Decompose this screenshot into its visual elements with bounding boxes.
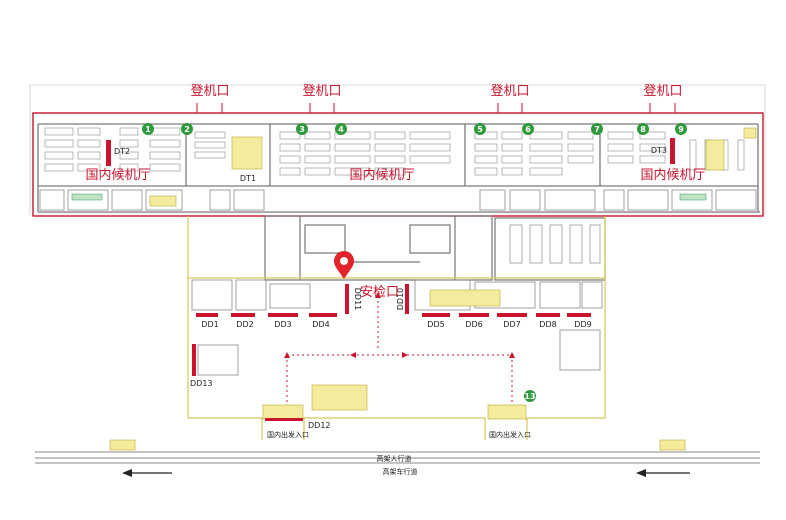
flow-arrowheads xyxy=(284,292,515,358)
svg-text:5: 5 xyxy=(477,125,483,134)
svg-text:13: 13 xyxy=(524,392,535,401)
domestic-hall-label-central: 国内候机厅 xyxy=(349,167,414,183)
dt1-label: DT1 xyxy=(240,174,256,183)
hall-walls xyxy=(37,123,760,213)
elevated-driveway-label: 高架车行道 xyxy=(383,467,418,476)
svg-text:6: 6 xyxy=(525,125,531,134)
security-check[interactable]: 安检口 xyxy=(360,285,399,300)
gate-2-marker[interactable]: 2 xyxy=(181,123,193,135)
dd2-label[interactable]: DD2 xyxy=(236,320,253,329)
domestic-hall-label-east: 国内候机厅 xyxy=(640,167,705,183)
departure-hall-outline xyxy=(187,216,606,440)
dt-markers: DT2 DT1 DT3 xyxy=(106,138,675,183)
elevated-walkway-label: 高架人行道 xyxy=(377,454,412,463)
dd13-label[interactable]: DD13 xyxy=(190,379,213,388)
boarding-gate-label: 登机口 xyxy=(643,84,682,99)
boarding-gate-label: 登机口 xyxy=(302,84,341,99)
dt3-label: DT3 xyxy=(651,146,667,155)
gate-4-marker[interactable]: 4 xyxy=(335,123,347,135)
boarding-gate-label: 登机口 xyxy=(190,84,229,99)
gate-1-marker[interactable]: 1 xyxy=(142,123,154,135)
gate-9-marker[interactable]: 9 xyxy=(675,123,687,135)
dd4-label[interactable]: DD4 xyxy=(312,320,329,329)
gate-number-markers: 1 2 3 4 5 6 7 8 9 13 xyxy=(142,123,687,402)
dd12-label[interactable]: DD12 xyxy=(308,421,331,430)
security-check-label: 安检口 xyxy=(360,285,399,300)
dd1-label[interactable]: DD1 xyxy=(201,320,218,329)
gate-13-marker[interactable]: 13 xyxy=(524,390,536,402)
svg-text:8: 8 xyxy=(640,125,646,134)
flow-paths xyxy=(286,296,513,405)
svg-text:4: 4 xyxy=(338,125,344,134)
hall-lower-rooms xyxy=(39,189,757,211)
svg-text:3: 3 xyxy=(299,125,305,134)
gate-3-marker[interactable]: 3 xyxy=(296,123,308,135)
elevated-roads xyxy=(35,451,760,464)
svg-text:9: 9 xyxy=(678,125,684,134)
central-connector xyxy=(264,215,606,281)
boarding-gate-labels: 登机口 登机口 登机口 登机口 xyxy=(190,84,682,99)
gate-8-marker[interactable]: 8 xyxy=(637,123,649,135)
yellow-fixtures xyxy=(149,127,757,207)
domestic-hall-label-west: 国内候机厅 xyxy=(85,167,150,183)
svg-text:1: 1 xyxy=(145,125,151,134)
green-fixtures xyxy=(71,193,707,201)
dd8-label[interactable]: DD8 xyxy=(539,320,556,329)
gate-connectors xyxy=(196,103,676,113)
dd-counter-bars xyxy=(192,284,591,421)
svg-text:7: 7 xyxy=(594,125,600,134)
departure-entrance-left[interactable]: 国内出发入口 xyxy=(267,430,309,439)
location-pin-icon xyxy=(334,251,354,279)
dd10-label[interactable]: DD10 xyxy=(396,288,405,311)
gate-5-marker[interactable]: 5 xyxy=(474,123,486,135)
dd9-label[interactable]: DD9 xyxy=(574,320,591,329)
gate-7-marker[interactable]: 7 xyxy=(591,123,603,135)
connector-tables xyxy=(509,224,601,264)
dept-yellow-fixtures xyxy=(109,289,686,451)
boarding-gate-label: 登机口 xyxy=(490,84,529,99)
svg-text:2: 2 xyxy=(184,125,190,134)
dd-counter-labels: DD1 DD2 DD3 DD4 DD5 DD6 DD7 DD8 DD9 DD10… xyxy=(190,288,592,430)
dd3-label[interactable]: DD3 xyxy=(274,320,291,329)
hall-seating xyxy=(44,127,745,176)
arrow-left-icon xyxy=(122,469,172,477)
dt2-label: DT2 xyxy=(114,147,130,156)
arrow-left-icon xyxy=(636,469,690,477)
departure-entrance-right[interactable]: 国内出发入口 xyxy=(489,430,531,439)
dd7-label[interactable]: DD7 xyxy=(503,320,520,329)
dd6-label[interactable]: DD6 xyxy=(465,320,482,329)
building-outline xyxy=(29,84,766,215)
gate-6-marker[interactable]: 6 xyxy=(522,123,534,135)
dd11-label[interactable]: DD11 xyxy=(353,288,362,311)
dd5-label[interactable]: DD5 xyxy=(427,320,444,329)
